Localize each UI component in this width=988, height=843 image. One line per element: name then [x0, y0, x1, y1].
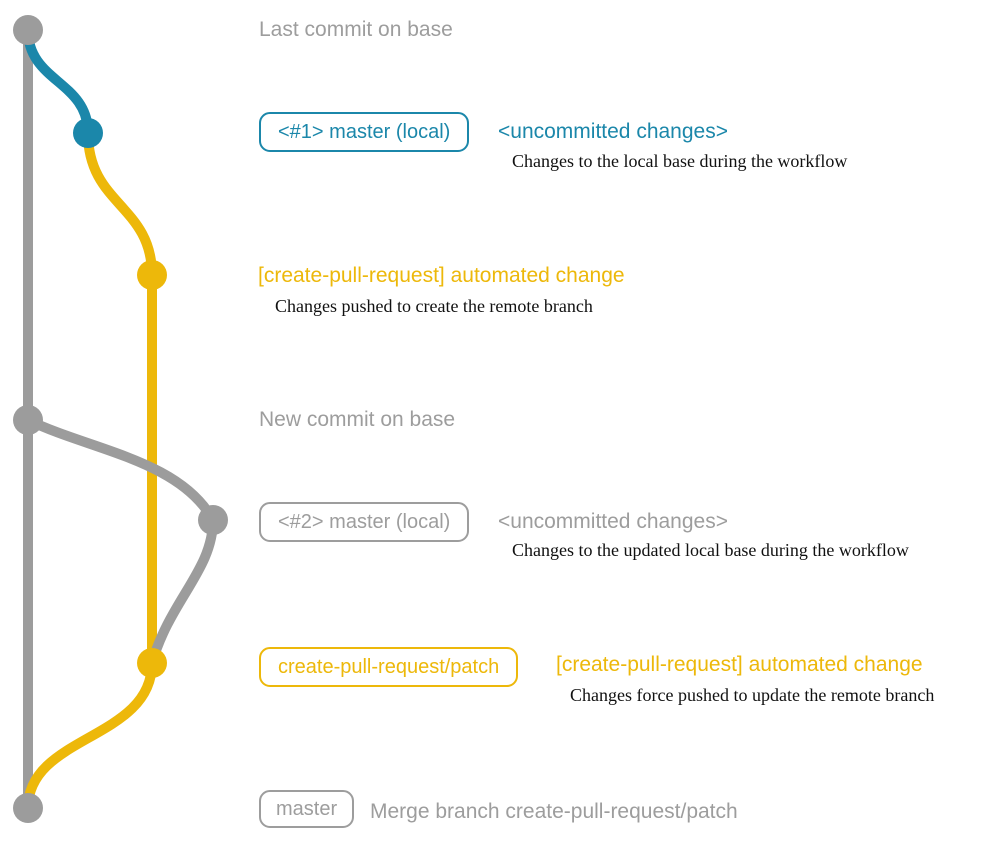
description-local-changes-1: Changes to the local base during the wor… [512, 151, 848, 171]
commit-dot-last-commit-on-base [13, 15, 43, 45]
commit-message-automated-change-2: [create-pull-request] automated change [556, 653, 923, 676]
commit-dot-patch-commit-2 [137, 648, 167, 678]
caption-last-commit-on-base: Last commit on base [259, 18, 453, 41]
commit-message-merge-branch: Merge branch create-pull-request/patch [370, 800, 738, 823]
commit-dot-local-change-1 [73, 118, 103, 148]
description-local-changes-2: Changes to the updated local base during… [512, 540, 909, 560]
branch-badge-create-pull-request-patch: create-pull-request/patch [259, 647, 519, 687]
edge-local2-branch [23, 415, 218, 525]
note-uncommitted-changes-2: <uncommitted changes> [498, 510, 728, 533]
description-force-push-update-branch: Changes force pushed to update the remot… [570, 685, 935, 705]
edge-local2-to-patch [147, 515, 218, 668]
edge-patch-branch [83, 128, 157, 668]
caption-new-commit-on-base: New commit on base [259, 408, 456, 431]
commit-message-automated-change-1: [create-pull-request] automated change [258, 264, 625, 287]
edge-local1-branch [23, 25, 93, 138]
branch-badge-master-local-2: <#2> master (local) [259, 502, 470, 542]
note-uncommitted-changes-1: <uncommitted changes> [498, 120, 728, 143]
commit-dot-new-commit-on-base [13, 405, 43, 435]
edge-patch-merge-to-master [23, 658, 157, 813]
git-graph [13, 15, 228, 823]
branch-badge-master-local-1: <#1> master (local) [259, 112, 470, 152]
commit-dot-local-change-2 [198, 505, 228, 535]
commit-dot-patch-commit-1 [137, 260, 167, 290]
branch-badge-master: master [259, 790, 355, 828]
commit-dot-merge-commit [13, 793, 43, 823]
description-push-create-branch: Changes pushed to create the remote bran… [275, 296, 593, 316]
